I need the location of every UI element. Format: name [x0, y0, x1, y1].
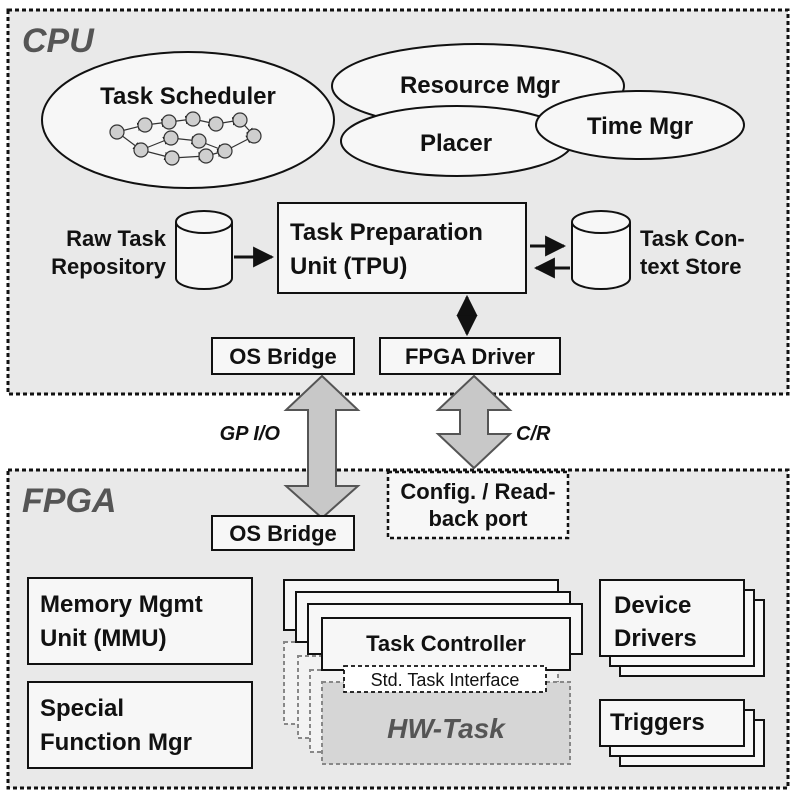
std-task-interface-label: Std. Task Interface	[371, 670, 520, 690]
cpu-os-bridge-label: OS Bridge	[229, 344, 337, 369]
raw-task-repository: Raw Task Repository	[51, 210, 233, 290]
tpu-line1: Task Preparation	[290, 219, 483, 246]
special-function-mgr-line1: Special	[40, 695, 124, 722]
device-drivers-stack: Device Drivers	[599, 579, 765, 677]
mmu-line2: Unit (MMU)	[40, 625, 167, 652]
fpga-driver-label: FPGA Driver	[405, 344, 535, 369]
placer-label: Placer	[420, 130, 492, 157]
mmu-line1: Memory Mgmt	[40, 591, 203, 618]
std-task-interface-box	[343, 665, 547, 693]
time-mgr: Time Mgr	[535, 90, 745, 160]
cpu-title: CPU	[22, 22, 95, 60]
task-context-store: Task Con- text Store	[571, 210, 745, 290]
resource-mgr-label: Resource Mgr	[400, 72, 560, 99]
task-controller-box	[321, 617, 571, 671]
device-drivers-line2: Drivers	[614, 625, 697, 652]
tpu-box: Task Preparation Unit (TPU)	[277, 202, 527, 294]
task-controller-stack: HW-Task Task Controller Std. Task Interf…	[283, 579, 583, 765]
hw-task-box	[321, 681, 571, 765]
database-icon	[571, 210, 631, 290]
task-scheduler: Task Scheduler	[41, 51, 335, 189]
task-graph-icon	[109, 111, 262, 166]
fpga-driver: FPGA Driver	[379, 337, 561, 375]
tpu-line2: Unit (TPU)	[290, 253, 407, 280]
c-r-label: C/R	[516, 423, 551, 445]
task-scheduler-label: Task Scheduler	[100, 83, 276, 110]
cpu-os-bridge: OS Bridge	[211, 337, 355, 375]
special-function-mgr-box: Special Function Mgr	[27, 681, 253, 769]
special-function-mgr-line2: Function Mgr	[40, 729, 192, 756]
config-port-line2: back port	[428, 506, 528, 531]
time-mgr-label: Time Mgr	[587, 113, 693, 140]
task-controller-label: Task Controller	[366, 631, 526, 656]
placer: Placer	[340, 105, 574, 177]
gp-io-arrow	[283, 374, 361, 520]
raw-task-repo-line2: Repository	[51, 254, 167, 279]
c-r-arrow	[435, 374, 513, 470]
task-context-store-line2: text Store	[640, 254, 741, 279]
fpga-os-bridge: OS Bridge	[211, 515, 355, 551]
raw-task-repo-line1: Raw Task	[66, 226, 167, 251]
fpga-title: FPGA	[22, 482, 116, 520]
gp-io-label: GP I/O	[220, 423, 281, 445]
hw-task-label: HW-Task	[387, 713, 506, 744]
triggers-stack: Triggers	[599, 699, 765, 767]
task-context-store-line1: Task Con-	[640, 226, 745, 251]
device-drivers-line1: Device	[614, 592, 691, 619]
fpga-os-bridge-label: OS Bridge	[229, 521, 337, 546]
triggers-label: Triggers	[610, 709, 705, 736]
mmu-box: Memory Mgmt Unit (MMU)	[27, 577, 253, 665]
config-port-line1: Config. / Read-	[400, 479, 555, 504]
config-readback-port: Config. / Read- back port	[386, 470, 570, 540]
database-icon	[175, 210, 233, 290]
